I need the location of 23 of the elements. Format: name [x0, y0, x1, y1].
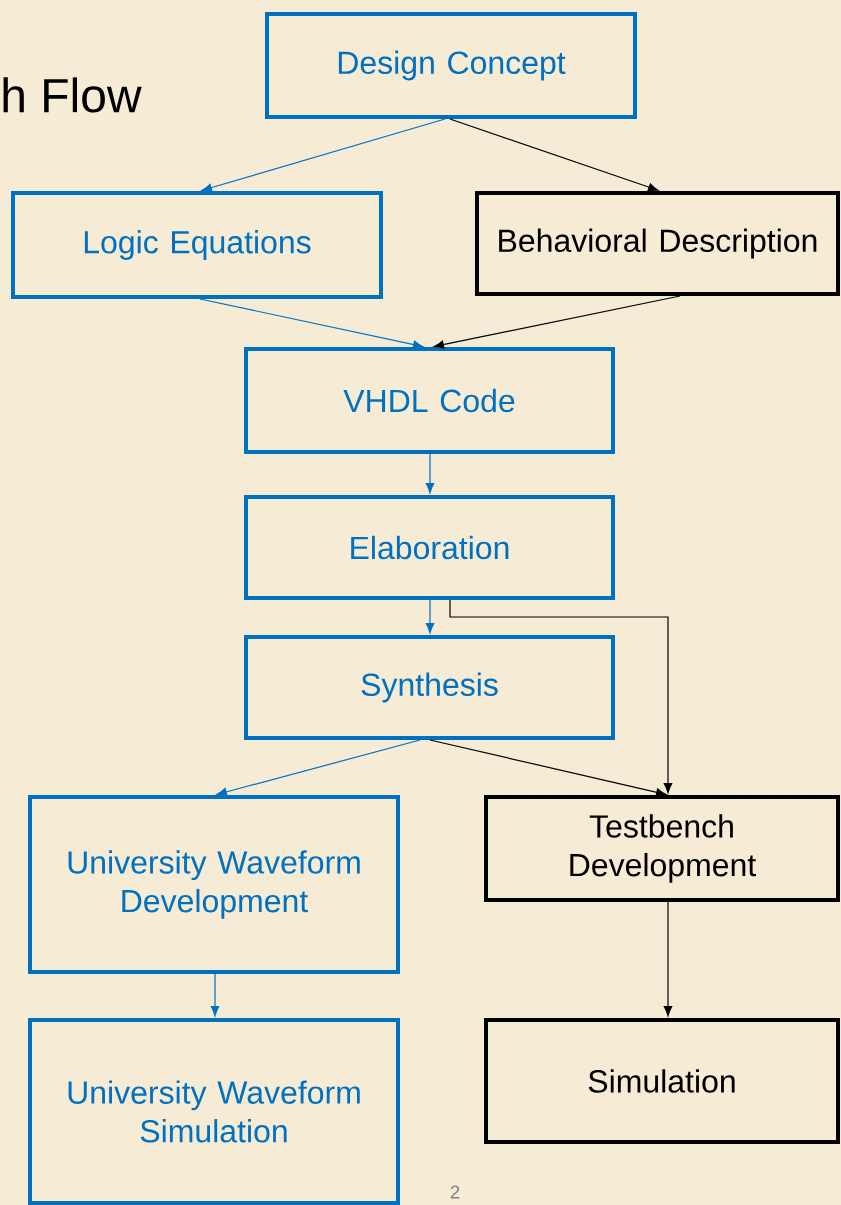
- process-box: University Waveform Development: [28, 795, 400, 974]
- arrow: [425, 453, 435, 494]
- process-box: Design Concept: [265, 12, 637, 119]
- process-box: Logic Equations: [11, 191, 383, 299]
- process-box: Testbench Development: [484, 795, 840, 902]
- arrow: [429, 739, 667, 797]
- arrow: [210, 973, 220, 1017]
- arrow: [433, 295, 681, 349]
- process-box: Behavioral Description: [475, 191, 840, 296]
- arrow: [216, 739, 421, 797]
- process-box: University Waveform Simulation: [28, 1018, 400, 1205]
- page-number: 2: [450, 1185, 460, 1199]
- arrow: [199, 298, 424, 349]
- process-box: VHDL Code: [244, 347, 615, 454]
- process-box: Elaboration: [244, 495, 615, 600]
- slide-title: h Flow: [3, 77, 142, 113]
- arrow: [449, 118, 659, 192]
- arrow: [425, 599, 435, 634]
- process-box: Synthesis: [244, 635, 615, 740]
- arrow: [663, 901, 673, 1017]
- process-box: Simulation: [484, 1018, 840, 1144]
- arrow: [201, 118, 446, 192]
- arrow: [449, 599, 673, 794]
